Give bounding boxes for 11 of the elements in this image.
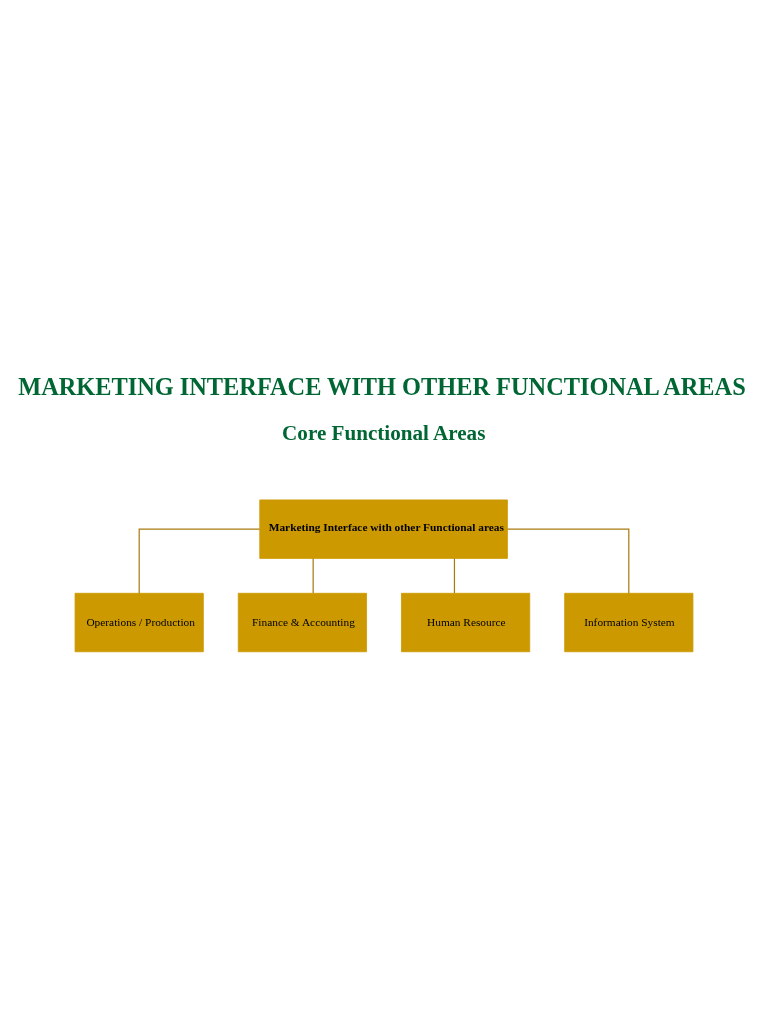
- node-box: Marketing Interface with other Functional areas: [259, 499, 508, 559]
- node-box: Human Resource: [401, 592, 531, 652]
- node-box: Information System: [564, 592, 694, 652]
- label: Core Functional Areas: [282, 420, 486, 445]
- connector: [453, 557, 456, 594]
- node-box: Finance & Accounting: [237, 592, 367, 652]
- connector: [312, 557, 314, 594]
- node-box: Operations / Production: [74, 592, 204, 652]
- diagram-title: MARKETING INTERFACE WITH OTHER FUNCTIONAL AREAS: [18, 372, 746, 400]
- connector: [138, 528, 261, 594]
- connector: [507, 528, 630, 594]
